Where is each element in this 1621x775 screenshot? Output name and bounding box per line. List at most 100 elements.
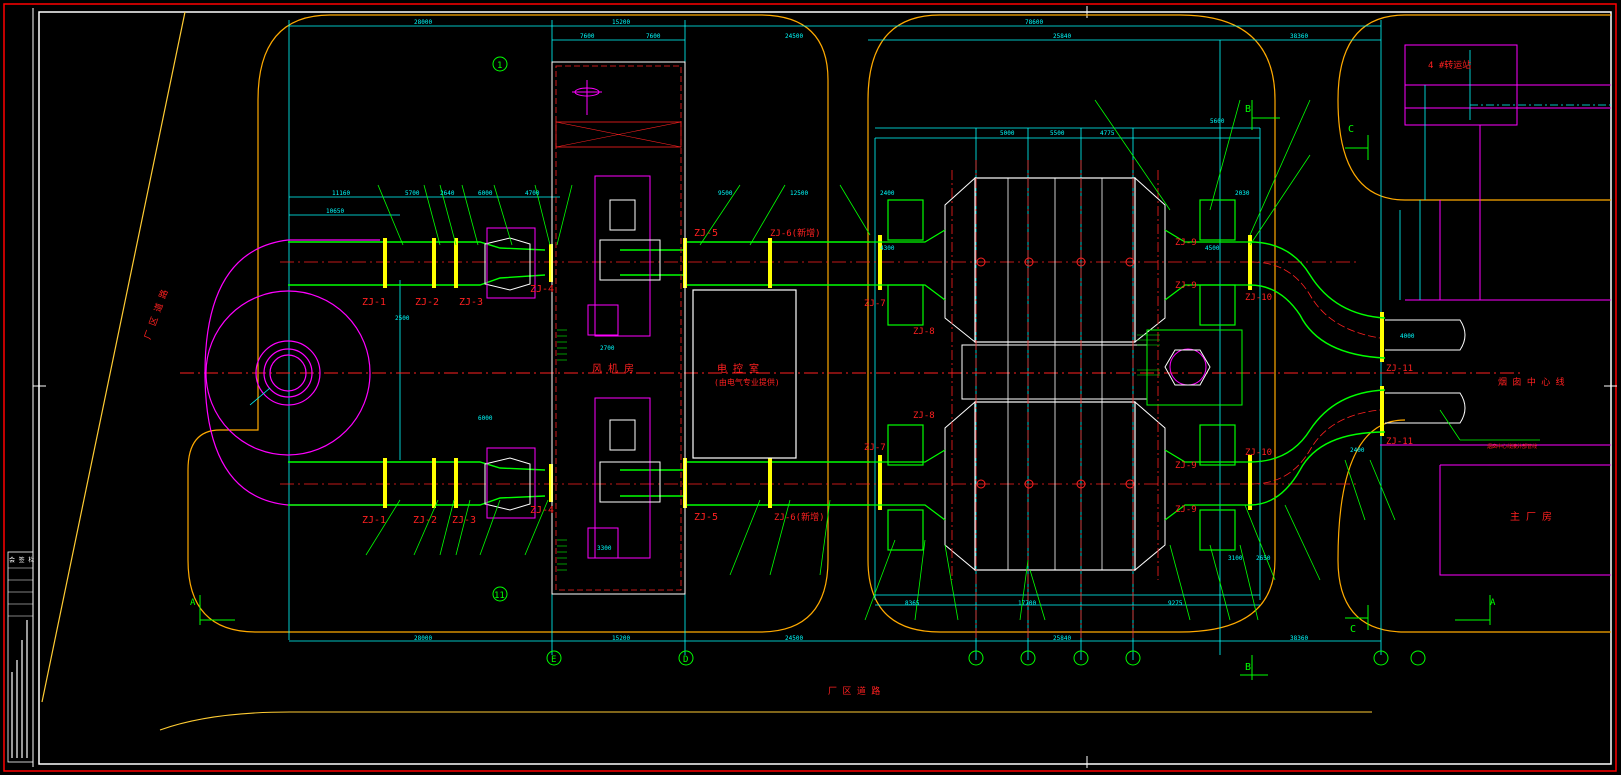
section-c-top: C bbox=[1348, 124, 1354, 135]
label-zj4-upper: ZJ-4 bbox=[530, 284, 554, 295]
dim-top-4: 24500 bbox=[785, 33, 803, 40]
road-edge-bottom bbox=[159, 711, 1372, 731]
outlet-centerline-upper bbox=[1251, 261, 1381, 339]
label-zj9-upper-a: ZJ-9 bbox=[1175, 238, 1197, 248]
label-zj6-upper: ZJ-6(新增) bbox=[770, 227, 821, 239]
dim-misc-10: 5000 bbox=[1000, 130, 1015, 137]
label-zj3-lower: ZJ-3 bbox=[452, 515, 476, 526]
electric-room bbox=[692, 289, 797, 459]
signature-block-label: 会 签 栏 bbox=[9, 556, 34, 564]
label-road-bottom: 厂 区 道 路 bbox=[828, 685, 880, 697]
label-electric-room: 电 控 室 bbox=[717, 362, 759, 375]
dim-misc-13: 2700 bbox=[600, 345, 615, 352]
label-zj9-lower-a: ZJ-9 bbox=[1175, 461, 1197, 471]
dim-misc-20: 4500 bbox=[1205, 245, 1220, 252]
dimension-lines-top bbox=[288, 20, 1382, 660]
label-zj1-upper: ZJ-1 bbox=[362, 297, 386, 308]
label-zj7-lower: ZJ-7 bbox=[864, 443, 886, 453]
dim-misc-22: 2030 bbox=[1235, 190, 1250, 197]
fan-upper bbox=[587, 175, 661, 337]
main-plant bbox=[1380, 444, 1611, 576]
dim-misc-15: 3300 bbox=[597, 545, 612, 552]
station-4-detail bbox=[1399, 50, 1611, 300]
dim-top-1: 15200 bbox=[612, 19, 630, 26]
dim-top-2: 7600 bbox=[580, 33, 595, 40]
label-zj11-lower: ZJ-11 bbox=[1386, 437, 1413, 447]
dim-misc-9: 4300 bbox=[880, 245, 895, 252]
axis-letter-e: E bbox=[551, 655, 556, 665]
label-zj2-upper: ZJ-2 bbox=[415, 297, 439, 308]
label-zj2-lower: ZJ-2 bbox=[413, 515, 437, 526]
axis-letter-d: D bbox=[683, 655, 688, 665]
section-a-left: A bbox=[190, 598, 196, 608]
section-c-bottom: C bbox=[1350, 624, 1356, 635]
duct-lower-left bbox=[288, 461, 870, 506]
dim-misc-4: 6000 bbox=[478, 190, 493, 197]
dim-bottom-4: 38360 bbox=[1290, 635, 1308, 642]
label-zj9-upper-b: ZJ-9 bbox=[1175, 281, 1197, 291]
dim-misc-16: 8365 bbox=[905, 600, 920, 607]
label-zj9-lower-b: ZJ-9 bbox=[1175, 505, 1197, 515]
dim-misc-8: 2400 bbox=[880, 190, 895, 197]
station-4 bbox=[1404, 44, 1611, 301]
dim-misc-25: 2400 bbox=[1350, 447, 1365, 454]
dim-top-0: 28000 bbox=[414, 19, 432, 26]
label-zj8-upper: ZJ-8 bbox=[913, 327, 935, 337]
zone-mid-outline bbox=[867, 14, 1276, 633]
collector-nodes bbox=[976, 257, 1135, 489]
label-zj8-lower: ZJ-8 bbox=[913, 411, 935, 421]
collector-side-boxes bbox=[870, 199, 1250, 551]
axis-number-1: 1 bbox=[497, 61, 502, 71]
label-zj5-upper: ZJ-5 bbox=[694, 228, 718, 239]
dim-misc-12: 4775 bbox=[1100, 130, 1115, 137]
dim-misc-18: 9275 bbox=[1168, 600, 1183, 607]
dim-misc-21: 4000 bbox=[1400, 333, 1415, 340]
dim-misc-19: 2500 bbox=[395, 315, 410, 322]
dim-bottom-0: 28000 bbox=[414, 635, 432, 642]
label-station-4: 4 #转运站 bbox=[1428, 59, 1471, 71]
dim-misc-0: 11160 bbox=[332, 190, 350, 197]
duct-upper-left bbox=[288, 241, 870, 286]
label-main-plant: 主 厂 房 bbox=[1510, 510, 1552, 523]
inner-frame-white bbox=[38, 11, 1612, 765]
dim-misc-3: 2640 bbox=[440, 190, 455, 197]
axis-number-11: 11 bbox=[494, 591, 505, 601]
section-b-bottom: B bbox=[1245, 662, 1251, 673]
label-zj6-lower: ZJ-6(新增) bbox=[774, 511, 825, 523]
dim-top-7: 38360 bbox=[1290, 33, 1308, 40]
zone-left-outline bbox=[187, 14, 829, 633]
label-zj10-lower: ZJ-10 bbox=[1245, 448, 1272, 458]
zone-right-outline bbox=[1337, 14, 1611, 201]
label-zj10-upper: ZJ-10 bbox=[1245, 293, 1272, 303]
outer-frame-red bbox=[3, 3, 1617, 772]
transition-boxes-magenta bbox=[486, 227, 536, 519]
dim-misc-26: 5600 bbox=[1210, 118, 1225, 125]
dim-misc-24: 2650 bbox=[1256, 555, 1271, 562]
dim-bottom-2: 24500 bbox=[785, 635, 803, 642]
section-markers bbox=[199, 100, 1491, 680]
dim-bottom-1: 15200 bbox=[612, 635, 630, 642]
center-platform bbox=[1146, 329, 1243, 406]
road-edge-left bbox=[41, 11, 186, 703]
dim-misc-17: 17700 bbox=[1018, 600, 1036, 607]
collector-block bbox=[944, 176, 1166, 572]
dim-top-6: 25840 bbox=[1053, 33, 1071, 40]
dim-misc-23: 3100 bbox=[1228, 555, 1243, 562]
section-b-top: B bbox=[1245, 104, 1251, 115]
dim-misc-6: 9500 bbox=[718, 190, 733, 197]
label-chimney-center: 烟 囱 中 心 线 bbox=[1498, 376, 1565, 388]
dim-bottom-3: 25840 bbox=[1053, 635, 1071, 642]
dim-misc-5: 4700 bbox=[525, 190, 540, 197]
label-road-left: 厂 区 道 路 bbox=[142, 288, 171, 341]
fan-lower bbox=[587, 397, 661, 559]
leader-lines bbox=[365, 99, 1540, 621]
dim-misc-14: 6000 bbox=[478, 415, 493, 422]
label-right-note: 烟囱中心线接外部管线 bbox=[1487, 443, 1537, 450]
zone-right-lower-outline bbox=[1337, 419, 1611, 633]
dim-misc-7: 12500 bbox=[790, 190, 808, 197]
axis-bubbles bbox=[492, 56, 1426, 666]
dim-misc-11: 5500 bbox=[1050, 130, 1065, 137]
chimney-dim bbox=[249, 387, 271, 406]
label-zj11-upper: ZJ-11 bbox=[1386, 364, 1413, 374]
